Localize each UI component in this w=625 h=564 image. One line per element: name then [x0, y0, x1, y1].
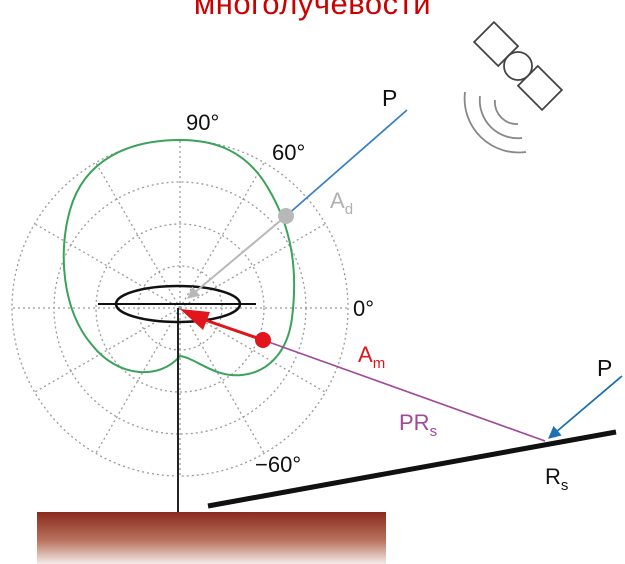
polar-grid-radials: [12, 140, 348, 476]
signal-waves-icon: [463, 91, 527, 154]
incident-ray: [548, 375, 623, 439]
multipath-gain-marker: [255, 332, 271, 348]
label-am: Am: [358, 342, 385, 372]
page-title: многолучевости: [193, 0, 432, 21]
angle-label-60: 60°: [272, 140, 305, 165]
ground-block: [37, 512, 386, 564]
label-rs: Rs: [545, 464, 568, 494]
gain-pattern-curve: [62, 138, 296, 377]
multipath-vector: [204, 318, 264, 342]
label-ad: Ad: [330, 188, 353, 218]
reflected-ray: [262, 339, 546, 442]
reflecting-surface: [207, 429, 617, 509]
angle-label-minus60: −60°: [255, 452, 301, 477]
angle-label-90: 90°: [186, 110, 219, 135]
antenna-ellipse: [114, 284, 242, 324]
multipath-arrowhead: [180, 309, 210, 330]
angle-label-0: 0°: [353, 296, 374, 321]
direct-ray-inner: [187, 215, 287, 299]
direct-ray: [285, 109, 408, 217]
satellite-icon: [472, 20, 564, 112]
direct-gain-marker: [278, 208, 294, 224]
label-p-direct: P: [382, 85, 397, 111]
label-p-incident: P: [597, 355, 612, 381]
label-prs: PRs: [399, 410, 437, 440]
